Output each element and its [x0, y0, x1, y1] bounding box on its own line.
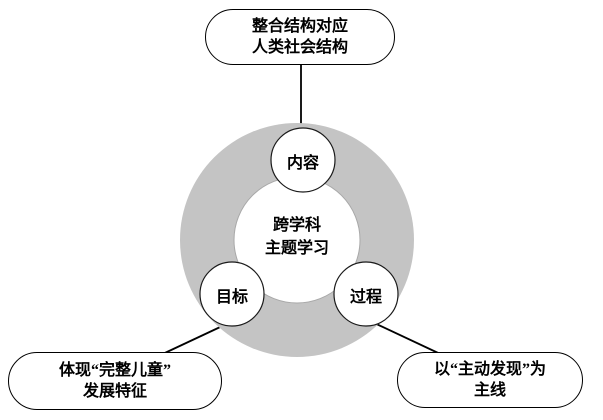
bottom-right-label-line1: 以“主动发现”为: [433, 360, 546, 378]
top-label-box: 整合结构对应 人类社会结构: [205, 9, 395, 65]
goal-node-circle: [199, 261, 265, 327]
bottom-right-label-box: 以“主动发现”为 主线: [397, 352, 583, 408]
center-title-line2: 主题学习: [264, 240, 329, 258]
bottom-left-label-line2: 发展特征: [82, 383, 147, 400]
goal-node-label: 目标: [215, 289, 248, 306]
bottom-left-label-line1: 体现“完整儿童”: [58, 361, 171, 379]
process-node-circle: [333, 261, 399, 327]
process-node-label: 过程: [349, 289, 382, 306]
top-label-line2: 人类社会结构: [251, 39, 348, 56]
bottom-left-label-box: 体现“完整儿童” 发展特征: [8, 352, 222, 410]
content-node-circle: [270, 127, 336, 193]
bottom-right-label-line2: 主线: [473, 382, 506, 399]
content-node-label: 内容: [286, 155, 319, 172]
center-title-line1: 跨学科: [272, 217, 321, 234]
top-label-line1: 整合结构对应: [251, 17, 348, 35]
center-title: 跨学科 主题学习: [237, 214, 357, 260]
